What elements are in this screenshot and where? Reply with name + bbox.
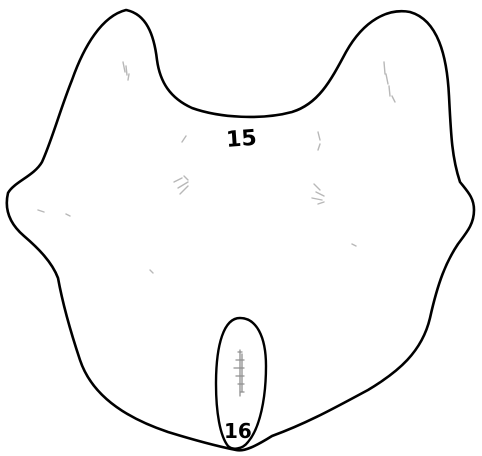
label-15: 15 xyxy=(225,126,257,153)
label-16: 16 xyxy=(224,419,252,443)
